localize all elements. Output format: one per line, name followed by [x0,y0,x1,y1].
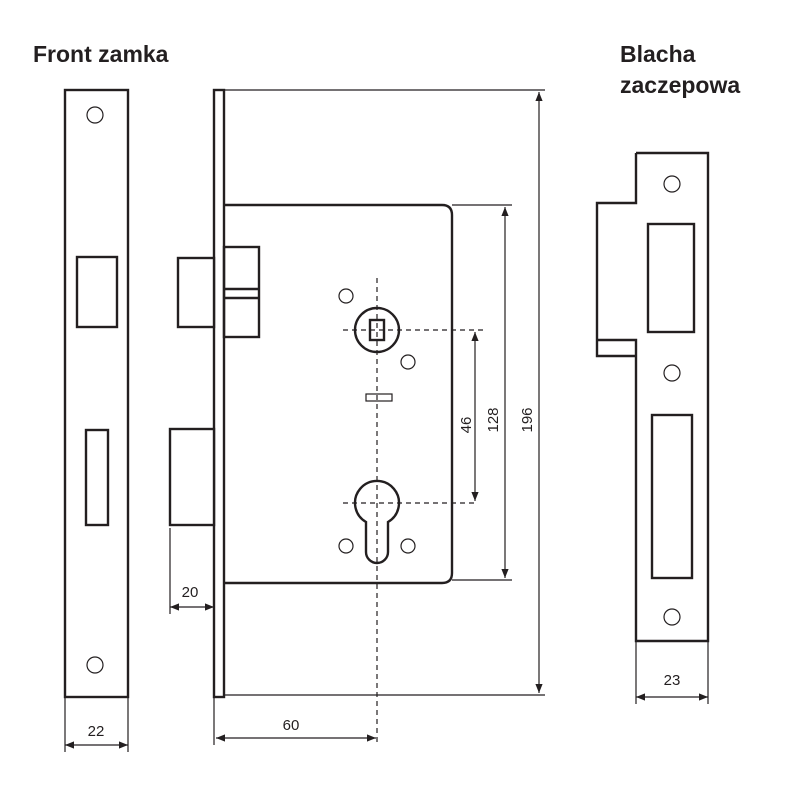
strike-bolt-slot [650,413,694,580]
strike-title-line2: zaczepowa [620,72,740,98]
screw-hole [86,656,104,674]
faceplate [212,88,226,699]
screw-hole [86,106,104,124]
bolt-slot [84,428,110,527]
dim-20: 20 [182,584,199,601]
dim-23: 23 [664,672,681,689]
dim-196: 196 [519,407,536,432]
strike-title-line1: Blacha [620,41,696,67]
dead-bolt [168,427,216,527]
front-plate: 22 [63,88,130,752]
latch-slot [75,255,119,329]
lock-body: 46 128 196 20 60 [168,88,545,745]
strike-latch-slot [646,222,696,334]
dim-60: 60 [283,717,300,734]
dim-128: 128 [485,407,502,432]
dim-46: 46 [458,417,475,434]
strike-plate: 23 [595,151,710,704]
latch-bolt [176,256,216,329]
cylinder-keyhole [353,479,401,565]
dim-front-width: 22 [88,723,105,740]
front-title: Front zamka [33,41,169,67]
